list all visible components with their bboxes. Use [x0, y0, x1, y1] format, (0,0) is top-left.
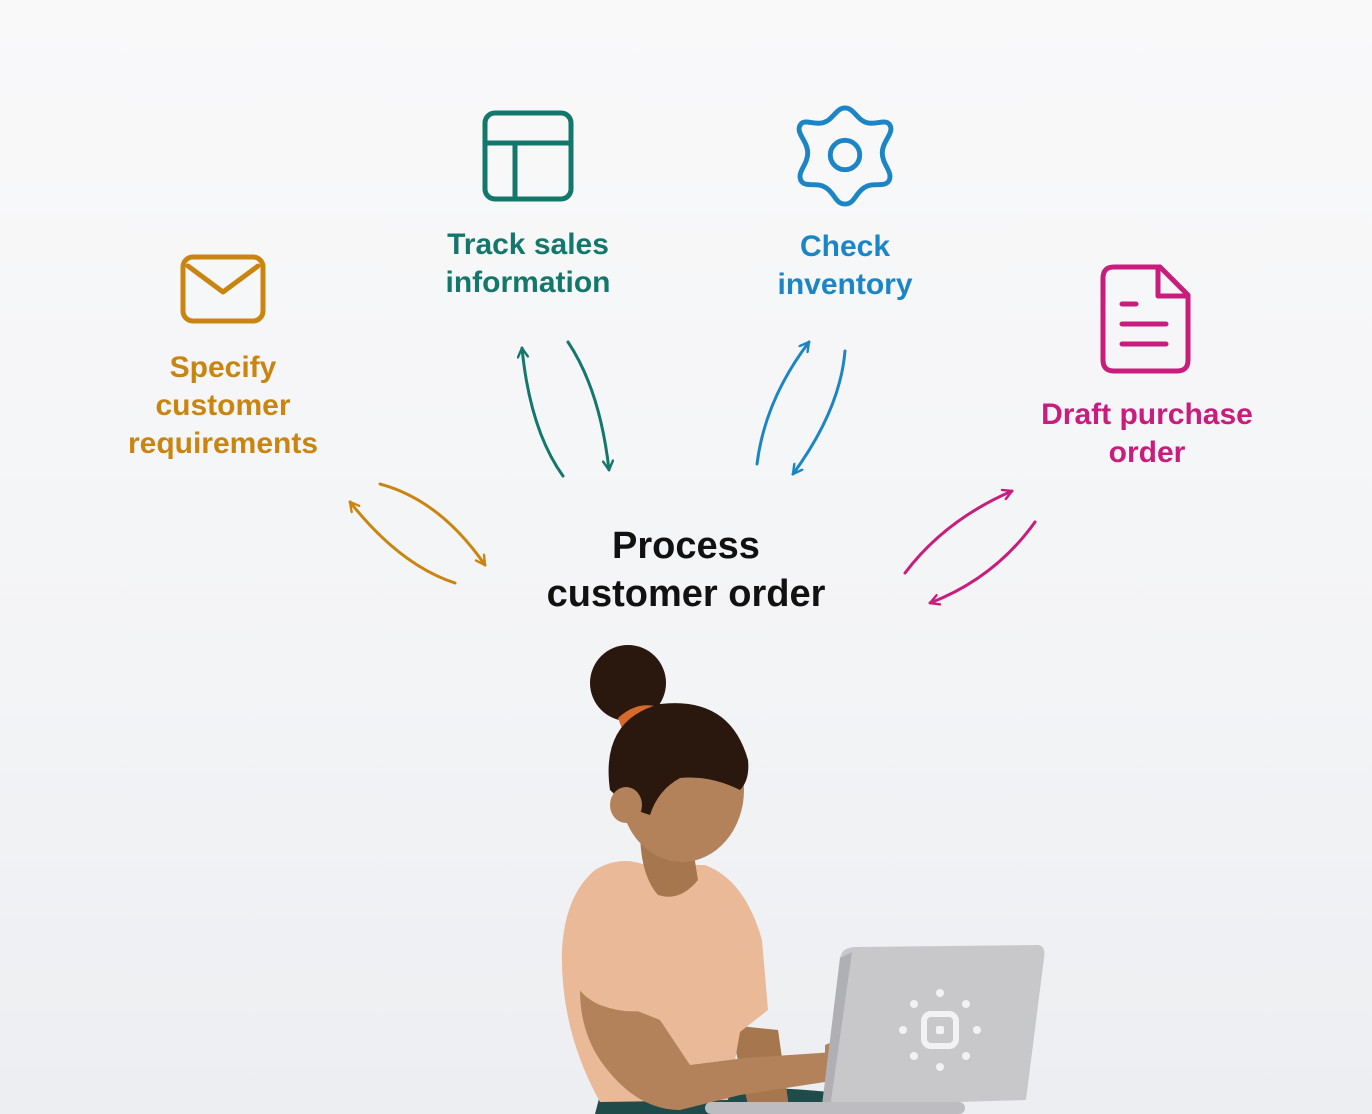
arrow-center-to-track: [522, 346, 565, 478]
center-title: Process customer order: [546, 525, 826, 615]
arrow-center-to-specify: [348, 500, 457, 585]
laptop-logo-icon: [899, 989, 981, 1071]
person-with-laptop-illustration: [561, 645, 1045, 1114]
label-check-inventory: Check inventory: [777, 230, 913, 301]
gear-icon: [796, 105, 894, 207]
table-icon: [482, 110, 574, 202]
document-icon: [1100, 264, 1191, 374]
arrow-draft-to-center: [928, 520, 1037, 603]
label-specify-customer-requirements: Specify customer requirements: [127, 351, 319, 460]
arrow-center-to-draft: [903, 491, 1014, 575]
envelope-icon: [180, 254, 266, 324]
arrow-check-to-center: [791, 349, 847, 476]
arrow-track-to-center: [566, 340, 609, 472]
arrow-specify-to-center: [378, 482, 487, 567]
arrow-center-to-check: [755, 340, 811, 466]
label-track-sales-information: Track sales information: [445, 228, 611, 299]
label-draft-purchase-order: Draft purchase order: [1041, 398, 1253, 469]
